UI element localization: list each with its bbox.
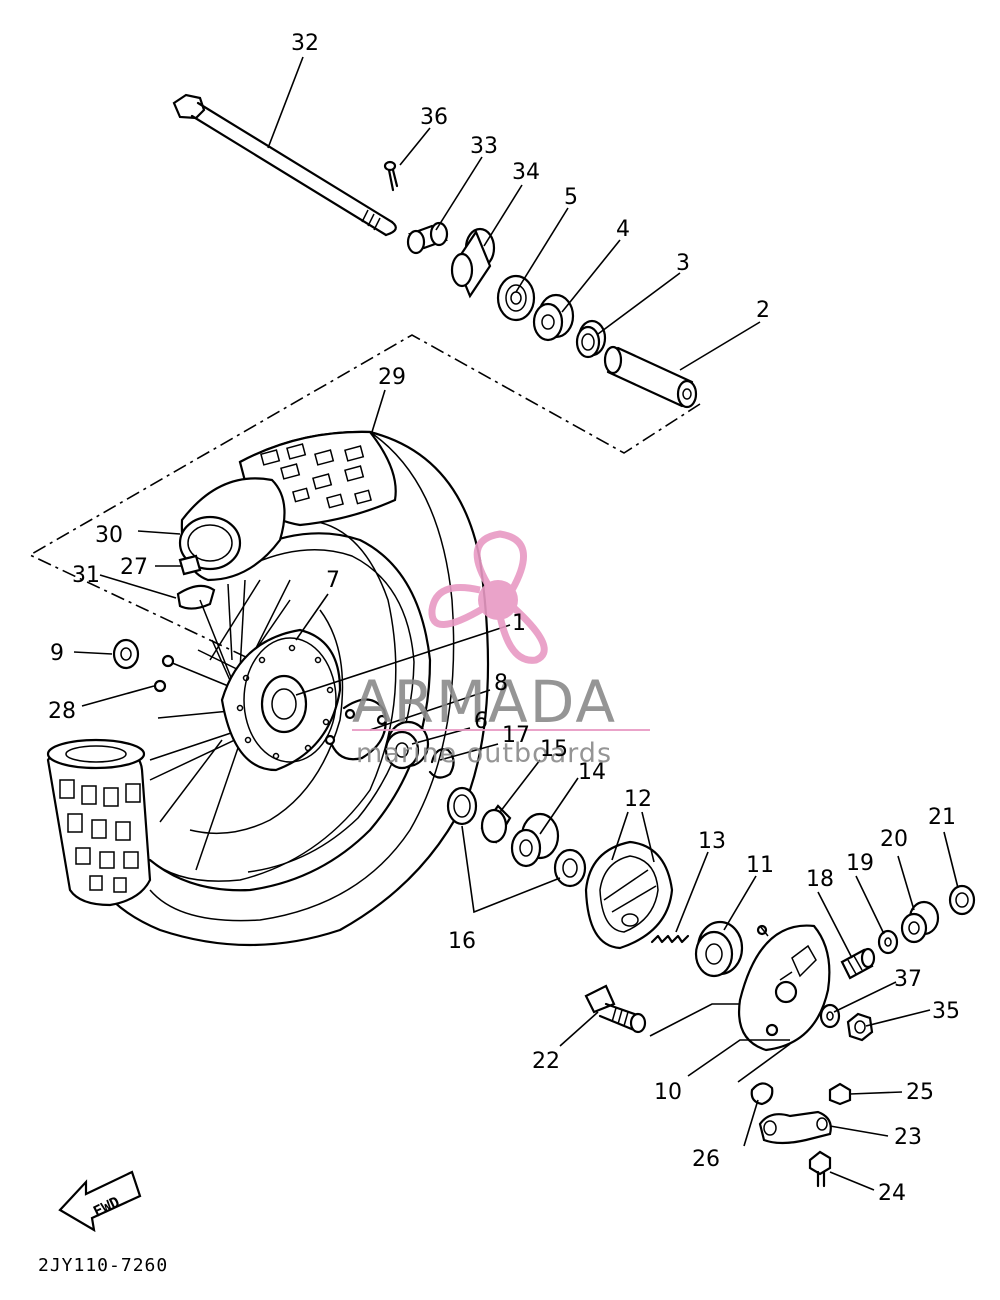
brake-panel bbox=[738, 924, 831, 1052]
rim-band bbox=[176, 584, 216, 610]
callout-36: 36 bbox=[420, 105, 448, 130]
watermark-tagline: marine outboards bbox=[356, 738, 612, 769]
brake-camshaft bbox=[584, 984, 647, 1034]
shoe-spring bbox=[650, 934, 690, 944]
bearing-4 bbox=[532, 293, 575, 342]
callout-24: 24 bbox=[878, 1181, 906, 1206]
spoke-nipple bbox=[112, 638, 140, 670]
callout-16: 16 bbox=[448, 929, 476, 954]
callout-30: 30 bbox=[95, 523, 123, 548]
washer-19 bbox=[877, 929, 899, 955]
camshaft-lever bbox=[758, 1110, 832, 1145]
fwd-arrow: FWD bbox=[58, 1170, 142, 1233]
callout-3: 3 bbox=[676, 251, 690, 276]
lever-bolt bbox=[808, 1150, 832, 1188]
callout-11: 11 bbox=[746, 853, 774, 878]
callout-15: 15 bbox=[540, 737, 568, 762]
oil-seal-16 bbox=[446, 786, 478, 826]
callout-1: 1 bbox=[512, 611, 526, 636]
callout-20: 20 bbox=[880, 827, 908, 852]
callout-19: 19 bbox=[846, 851, 874, 876]
callout-17: 17 bbox=[502, 723, 530, 748]
meter-gear bbox=[510, 812, 560, 868]
axle-assembly bbox=[172, 93, 698, 409]
callout-13: 13 bbox=[698, 829, 726, 854]
armada-watermark: ARMADA marine outboards bbox=[352, 530, 650, 769]
callout-7: 7 bbox=[326, 568, 340, 593]
callout-2: 2 bbox=[756, 298, 770, 323]
valve-stem bbox=[178, 554, 202, 576]
brake-parts bbox=[384, 720, 976, 1188]
callout-25: 25 bbox=[906, 1080, 934, 1105]
axle-collar bbox=[406, 221, 449, 255]
axle-nut bbox=[846, 1012, 874, 1042]
spacer-flange bbox=[450, 227, 496, 299]
panel-collar bbox=[840, 947, 876, 980]
callout-12: 12 bbox=[624, 787, 652, 812]
callout-22: 22 bbox=[532, 1049, 560, 1074]
circlip bbox=[428, 748, 455, 779]
washer-37 bbox=[819, 1003, 841, 1029]
callout-5: 5 bbox=[564, 185, 578, 210]
brake-spacer bbox=[480, 804, 512, 844]
brake-shoes bbox=[584, 840, 674, 950]
callout-34: 34 bbox=[512, 160, 540, 185]
callout-14: 14 bbox=[578, 760, 606, 785]
callout-28: 28 bbox=[48, 699, 76, 724]
assembly-group-outline bbox=[28, 334, 701, 694]
clip-ring bbox=[324, 698, 388, 761]
callout-23: 23 bbox=[894, 1125, 922, 1150]
callout-33: 33 bbox=[470, 134, 498, 159]
callout-35: 35 bbox=[932, 999, 960, 1024]
callout-27: 27 bbox=[120, 555, 148, 580]
callout-9: 9 bbox=[50, 641, 64, 666]
callout-6: 6 bbox=[474, 709, 488, 734]
spacer-tube bbox=[603, 345, 698, 409]
oil-seal-11 bbox=[694, 920, 744, 978]
lever-nut bbox=[828, 1082, 852, 1106]
callout-37: 37 bbox=[894, 967, 922, 992]
callout-21: 21 bbox=[928, 805, 956, 830]
spoke-end bbox=[153, 654, 175, 693]
axle-shaft bbox=[172, 93, 397, 237]
spacer-20 bbox=[900, 900, 940, 944]
oil-seal-3 bbox=[575, 319, 607, 359]
callout-8: 8 bbox=[494, 671, 508, 696]
wear-indicator bbox=[750, 1082, 774, 1106]
callout-4: 4 bbox=[616, 217, 630, 242]
cotter-pin bbox=[383, 160, 399, 192]
diagram-code: 2JY110-7260 bbox=[38, 1255, 168, 1276]
callout-10: 10 bbox=[654, 1080, 682, 1105]
callout-32: 32 bbox=[291, 31, 319, 56]
bearing-6 bbox=[384, 720, 430, 770]
callout-29: 29 bbox=[378, 365, 406, 390]
wheel-assembly bbox=[46, 430, 490, 947]
callout-26: 26 bbox=[692, 1147, 720, 1172]
seal-21 bbox=[948, 884, 976, 916]
wheel-hub bbox=[220, 628, 342, 772]
watermark-brand: ARMADA bbox=[352, 668, 617, 736]
part-callout-labels: 32 36 33 34 5 4 3 2 29 30 27 31 7 1 9 28… bbox=[48, 31, 960, 1206]
bearing-5 bbox=[496, 274, 536, 322]
seal-ring bbox=[553, 848, 587, 888]
propeller-logo bbox=[428, 530, 548, 664]
tire-tread-bottom bbox=[46, 738, 152, 907]
callout-18: 18 bbox=[806, 867, 834, 892]
callout-31: 31 bbox=[72, 563, 100, 588]
